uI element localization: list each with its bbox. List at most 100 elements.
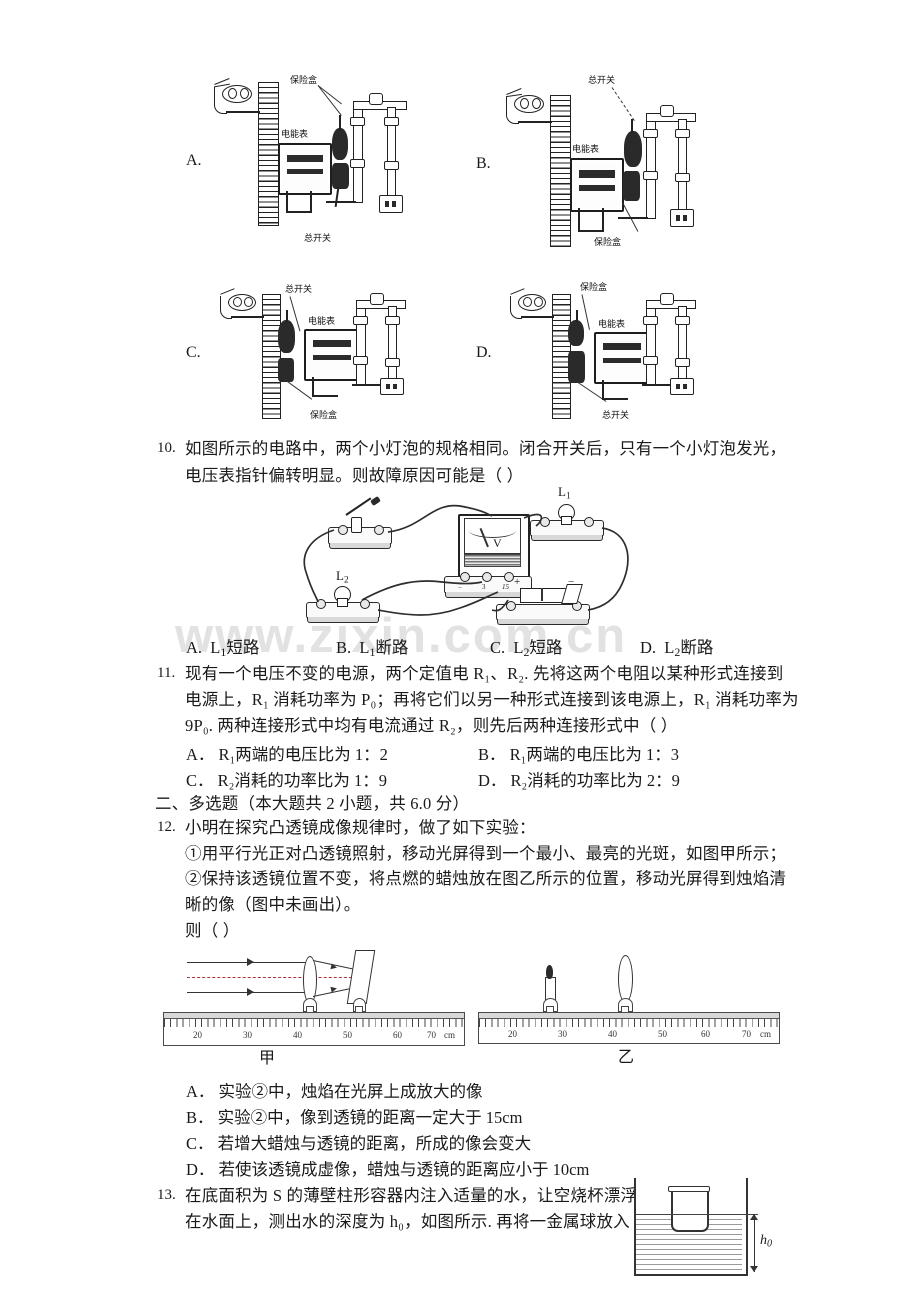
fuse-box-label-a: 保险盒 bbox=[290, 75, 318, 85]
question-13-line-1: 在底面积为 S 的薄壁柱形容器内注入适量的水，让空烧杯漂浮 bbox=[185, 1186, 638, 1205]
lamp2-sub: 2 bbox=[343, 575, 349, 586]
energy-meter-b bbox=[570, 158, 624, 212]
main-switch-label-a: 总开关 bbox=[304, 233, 332, 243]
question-10-option-c: C. L2短路 bbox=[490, 634, 562, 660]
main-switch-d bbox=[568, 351, 585, 383]
main-switch-c bbox=[278, 320, 295, 353]
energy-meter-a bbox=[278, 143, 332, 195]
wall-socket-c bbox=[380, 378, 404, 395]
question-12-line-1: 小明在探究凸透镜成像规律时，做了如下实验： bbox=[185, 818, 536, 837]
tick-label: 30 bbox=[243, 1030, 252, 1040]
lamp1-letter: L bbox=[558, 484, 566, 499]
candle-flame-yi bbox=[546, 965, 553, 979]
lamp1-label: L1 bbox=[558, 484, 571, 501]
lamp2-letter: L bbox=[336, 568, 344, 583]
tick-label: 50 bbox=[658, 1029, 667, 1039]
question-10-circuit-figure: V − 3 15 L1 L2 + − bbox=[292, 484, 664, 625]
opt-text: 短路 bbox=[529, 638, 563, 657]
question-12-option-a: A． 实验②中，烛焰在光屏上成放大的像 bbox=[186, 1082, 483, 1101]
fuse-box-label-c: 保险盒 bbox=[310, 410, 338, 420]
question-12-line-5: 则（ ） bbox=[185, 921, 240, 940]
ray-arrow-bottom bbox=[247, 988, 254, 996]
wall-socket-a bbox=[379, 195, 403, 213]
depth-label-letter: h bbox=[760, 1233, 767, 1248]
lamp1-sub: 1 bbox=[565, 491, 571, 502]
question-11-number: 11. bbox=[157, 665, 176, 681]
question-10-line-1: 如图所示的电路中，两个小灯泡的规格相同。闭合开关后，只有一个小灯泡发光， bbox=[185, 439, 787, 458]
wall-socket-b bbox=[670, 209, 694, 227]
opt-symbol: L bbox=[664, 638, 675, 657]
opt-text: 断路 bbox=[680, 638, 714, 657]
opt-symbol-sub: 2 bbox=[523, 644, 530, 659]
opt-symbol-sub: 2 bbox=[674, 644, 681, 659]
ray-arrow-top bbox=[247, 958, 254, 966]
optical-bench-jia: 20 30 40 50 60 70 cm bbox=[163, 1012, 465, 1046]
dim-arrow-down bbox=[750, 1266, 758, 1272]
dim-arrow-up bbox=[750, 1214, 758, 1220]
energy-meter-c bbox=[304, 329, 360, 381]
wiring-figure-b: B. 电能表 总开关 保险盒 bbox=[476, 45, 706, 260]
battery-plus-label: + bbox=[514, 576, 521, 588]
question-10-option-a: A. L1短路 bbox=[186, 634, 259, 660]
option-letter-b: B. bbox=[476, 155, 491, 172]
main-switch-label-b: 总开关 bbox=[588, 75, 616, 85]
opt-letter: B. bbox=[336, 638, 352, 657]
fuse-box-c bbox=[278, 358, 294, 382]
question-10-option-d: D. L2断路 bbox=[640, 634, 713, 660]
question-10-number: 10. bbox=[157, 440, 176, 456]
question-12-line-4: 晰的像（图中未画出）。 bbox=[185, 895, 361, 914]
fuse-box-label-b: 保险盒 bbox=[594, 237, 622, 247]
wall-panel bbox=[550, 95, 571, 247]
question-11-option-b: B． R₁两端的电压比为 1：3 bbox=[478, 745, 680, 764]
option-letter-d: D. bbox=[476, 344, 492, 361]
tick-label: 70 bbox=[742, 1029, 751, 1039]
wiring-figure-c: C. 电能表 总开关 保险盒 bbox=[186, 272, 416, 427]
tick-label: 40 bbox=[293, 1030, 302, 1040]
tick-label: 20 bbox=[508, 1029, 517, 1039]
figure-label-jia: 甲 bbox=[259, 1050, 276, 1067]
depth-label-h0: h0 bbox=[760, 1233, 772, 1250]
opt-text: 断路 bbox=[375, 638, 409, 657]
energy-meter-d bbox=[594, 332, 650, 384]
tick-label: 40 bbox=[608, 1029, 617, 1039]
floating-beaker bbox=[671, 1188, 709, 1232]
convex-lens-yi bbox=[618, 955, 633, 1003]
question-11-option-a: A． R₁两端的电压比为 1：2 bbox=[186, 745, 388, 764]
fuse-box-d bbox=[568, 320, 584, 346]
optical-bench-yi: 20 30 40 50 60 70 cm bbox=[478, 1012, 780, 1044]
tick-label: 70 bbox=[427, 1030, 436, 1040]
dimension-line bbox=[754, 1214, 756, 1272]
voltmeter-v-symbol: V bbox=[493, 536, 502, 550]
question-11-option-d: D． R₂消耗的功率比为 2：9 bbox=[478, 771, 680, 790]
question-11-line-1: 现有一个电压不变的电源，两个定值电 R₁、R₂. 先将这两个电阻以某种形式连接到 bbox=[185, 664, 784, 683]
battery-board bbox=[496, 604, 590, 625]
wall-panel bbox=[262, 294, 281, 419]
question-12-number: 12. bbox=[157, 819, 176, 835]
unit-label: cm bbox=[444, 1030, 455, 1040]
main-switch-b bbox=[624, 131, 642, 167]
question-11-line-3: 9P₀. 两种连接形式中均有电流通过 R₂，则先后两种连接形式中（ ） bbox=[185, 716, 678, 735]
tick-label: 60 bbox=[393, 1030, 402, 1040]
question-12-option-d: D． 若使该透镜成虚像，蜡烛与透镜的距离应小于 10cm bbox=[186, 1160, 590, 1179]
battery-minus-label: − bbox=[568, 576, 575, 588]
wiring-figure-a: A. 电能表 保险盒 总开关 bbox=[186, 55, 416, 255]
wall-panel bbox=[258, 82, 279, 226]
unit-label: cm bbox=[760, 1029, 771, 1039]
wall-socket-d bbox=[670, 378, 694, 395]
voltmeter-dial: V bbox=[464, 518, 521, 554]
light-screen-jia bbox=[346, 950, 376, 1004]
voltmeter-terminal-15 bbox=[504, 572, 514, 582]
main-switch-label-c: 总开关 bbox=[285, 284, 313, 294]
depth-label-sub: 0 bbox=[767, 1238, 773, 1250]
question-10-option-b: B. L1断路 bbox=[336, 634, 408, 660]
opt-letter: D. bbox=[640, 638, 657, 657]
tick-label: 30 bbox=[558, 1029, 567, 1039]
opt-letter: C. bbox=[490, 638, 506, 657]
energy-meter-label-a: 电能表 bbox=[281, 129, 309, 139]
voltmeter-minus-label: − bbox=[458, 584, 462, 592]
question-12-line-2: ①用平行光正对凸透镜照射，移动光屏得到一个最小、最亮的光斑，如图甲所示； bbox=[185, 844, 787, 863]
main-switch-a bbox=[332, 163, 349, 189]
option-letter-c: C. bbox=[186, 344, 201, 361]
question-11-option-c: C． R₂消耗的功率比为 1：9 bbox=[186, 771, 388, 790]
convex-lens-jia bbox=[303, 956, 317, 1004]
